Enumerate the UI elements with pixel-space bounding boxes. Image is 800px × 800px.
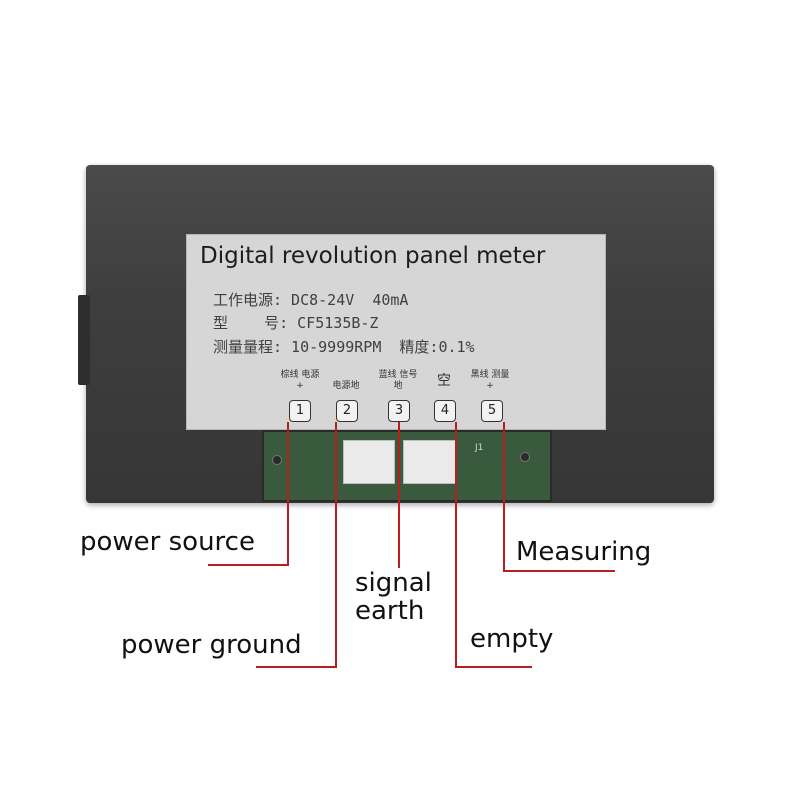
callout-line — [503, 570, 615, 572]
pcb-component — [520, 452, 530, 462]
connector-left — [343, 440, 395, 484]
spec-model: 型 号: CF5135B-Z — [213, 314, 379, 332]
callout-line — [455, 422, 457, 668]
label-sticker — [186, 234, 606, 430]
callout-line — [208, 564, 289, 566]
spec-power: 工作电源: DC8-24V 40mA — [213, 291, 409, 309]
callout-line — [335, 422, 337, 668]
housing-side-tab — [78, 295, 90, 385]
pcb-marking: J1 — [475, 443, 484, 453]
label-signal-earth: signal earth — [355, 568, 432, 626]
terminal-tag-3: 蓝线 信号地 — [378, 370, 418, 391]
connector-right — [403, 440, 457, 484]
terminal-1: 1 — [289, 400, 311, 422]
label-power-source: power source — [80, 527, 255, 557]
terminal-5: 5 — [481, 400, 503, 422]
callout-line — [287, 422, 289, 566]
callout-line — [455, 666, 532, 668]
terminal-4: 4 — [434, 400, 456, 422]
label-measuring: Measuring — [516, 537, 652, 567]
terminal-2: 2 — [336, 400, 358, 422]
callout-line — [398, 422, 400, 568]
sticker-title: Digital revolution panel meter — [200, 243, 546, 269]
terminal-tag-5: 黑线 测量+ — [470, 370, 510, 391]
label-power-ground: power ground — [121, 630, 302, 660]
pcb-component — [272, 455, 282, 465]
spec-range: 测量量程: 10-9999RPM 精度:0.1% — [213, 338, 475, 356]
terminal-tag-2: 电源地 — [332, 381, 360, 391]
callout-line — [256, 666, 337, 668]
terminal-tag-4: 空 — [437, 373, 451, 389]
label-empty: empty — [470, 624, 554, 654]
callout-line — [503, 422, 505, 572]
terminal-3: 3 — [388, 400, 410, 422]
terminal-tag-1: 棕线 电源+ — [280, 370, 320, 391]
